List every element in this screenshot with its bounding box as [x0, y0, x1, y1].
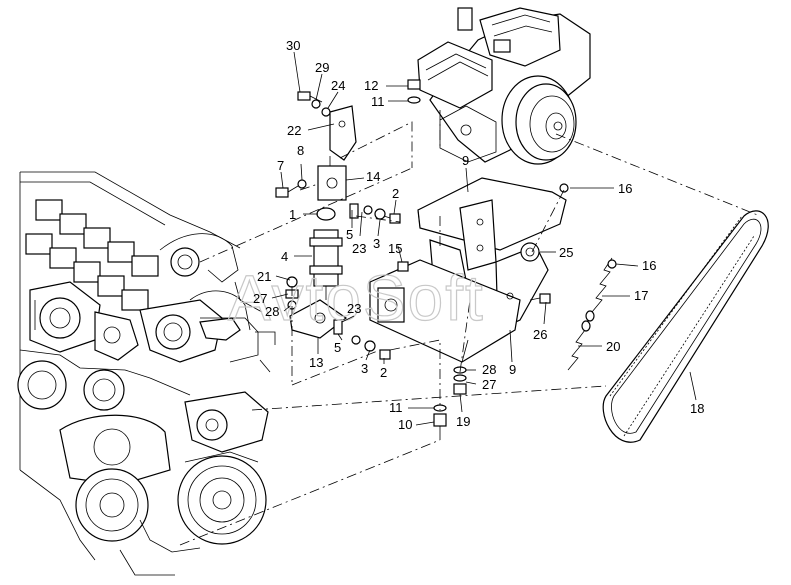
callout-8: 8: [297, 143, 304, 158]
assembly-lines: [179, 110, 761, 546]
cylinder-assembly: [289, 105, 359, 339]
callout-23-top: 23: [352, 241, 366, 256]
callout-12: 12: [364, 78, 378, 93]
callout-1: 1: [289, 207, 296, 222]
spring-parts: [559, 183, 617, 371]
callout-28-bottom: 28: [482, 362, 496, 377]
callout-15: 15: [388, 241, 402, 256]
callout-13: 13: [309, 355, 323, 370]
callout-20: 20: [606, 339, 620, 354]
callout-22: 22: [287, 123, 301, 138]
callout-25: 25: [559, 245, 573, 260]
callout-16-top: 16: [618, 181, 632, 196]
callout-9-top: 9: [462, 153, 469, 168]
leader-lines: [271, 51, 697, 426]
watermark-text: AvtoSoft: [228, 262, 485, 334]
callout-5-bottom: 5: [334, 340, 341, 355]
engine-block: [17, 171, 276, 576]
callout-27-left: 27: [253, 291, 267, 306]
compressor: [417, 7, 591, 165]
callout-17: 17: [634, 288, 648, 303]
callout-27-bottom: 27: [482, 377, 496, 392]
callout-3-bottom: 3: [361, 361, 368, 376]
callout-5-top: 5: [346, 227, 353, 242]
callout-11-bottom: 11: [389, 400, 403, 415]
callout-30: 30: [286, 38, 300, 53]
callout-29: 29: [315, 60, 329, 75]
callout-19: 19: [456, 414, 470, 429]
callout-7: 7: [277, 158, 284, 173]
callout-23-bottom: 23: [347, 301, 361, 316]
callout-10: 10: [398, 417, 412, 432]
callout-16-right: 16: [642, 258, 656, 273]
callout-3-top: 3: [373, 236, 380, 251]
callout-28-left: 28: [265, 304, 279, 319]
mounting-bracket: [369, 177, 567, 363]
callout-4: 4: [281, 249, 288, 264]
callout-18: 18: [690, 401, 704, 416]
callout-24: 24: [331, 78, 345, 93]
drive-belt: [602, 210, 769, 443]
callout-11-top: 11: [371, 94, 385, 109]
fasteners: [259, 79, 551, 440]
callout-2-top: 2: [392, 186, 399, 201]
callout-14: 14: [366, 169, 380, 184]
callout-9-bottom: 9: [509, 362, 516, 377]
callout-labels: 30 29 24 22 12 11 8 7 14 9 16 2 1 5 23 3…: [253, 38, 704, 432]
callout-26: 26: [533, 327, 547, 342]
callout-21: 21: [257, 269, 271, 284]
callout-2-bottom: 2: [380, 365, 387, 380]
